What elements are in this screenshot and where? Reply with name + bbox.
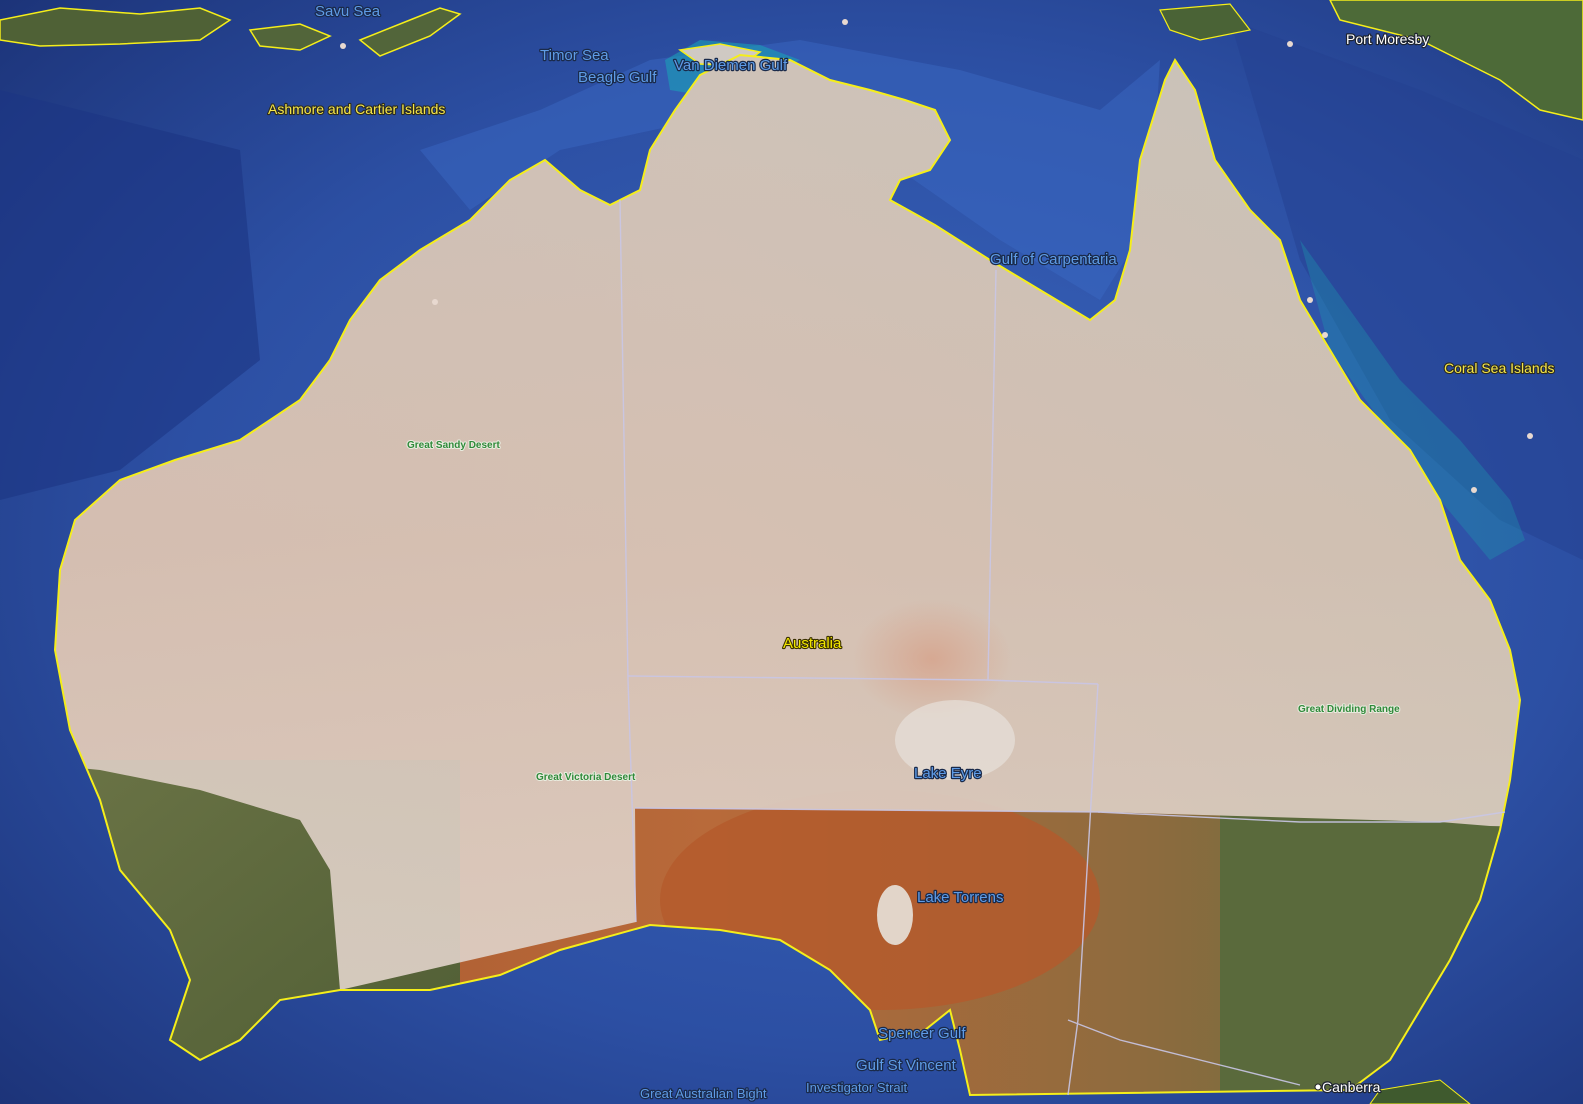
timor-island xyxy=(0,7,232,47)
new-guinea xyxy=(1329,0,1583,121)
continental-shelf-north xyxy=(420,40,1160,300)
label-coral-sea-islands: Coral Sea Islands xyxy=(1444,360,1555,376)
label-great-sandy-desert: Great Sandy Desert xyxy=(407,440,500,451)
border-vic xyxy=(1067,1019,1301,1086)
label-spencer-gulf: Spencer Gulf xyxy=(878,1025,966,1042)
border-nt-sa xyxy=(627,675,1099,685)
label-lake-torrens: Lake Torrens xyxy=(917,889,1003,906)
label-van-diemen-gulf: Van Diemen Gulf xyxy=(674,57,788,74)
label-ashmore-islands: Ashmore and Cartier Islands xyxy=(268,101,445,117)
border-wa xyxy=(619,199,637,923)
coastline xyxy=(53,53,1522,1097)
island-dots xyxy=(340,19,1533,493)
sumba-island xyxy=(248,23,332,51)
ocean-deep-northeast xyxy=(1230,20,1583,560)
label-timor-sea: Timor Sea xyxy=(540,47,609,64)
label-port-moresby: Port Moresby xyxy=(1346,31,1429,47)
lake-torrens-salt xyxy=(877,885,913,945)
lake-eyre-basin xyxy=(895,700,1015,780)
new-guinea-west xyxy=(1159,3,1252,41)
island-dot xyxy=(1471,487,1477,493)
canberra-marker xyxy=(1314,1083,1322,1091)
timor-east xyxy=(358,7,462,57)
label-gulf-of-carpentaria: Gulf of Carpentaria xyxy=(990,251,1117,268)
label-canberra: Canberra xyxy=(1322,1079,1381,1095)
island-dot xyxy=(1322,332,1328,338)
label-great-australian-bight: Great Australian Bight xyxy=(640,1086,767,1101)
label-savu-sea: Savu Sea xyxy=(315,3,381,20)
label-gulf-st-vincent: Gulf St Vincent xyxy=(856,1057,957,1074)
label-great-victoria-desert: Great Victoria Desert xyxy=(536,772,636,783)
island-dot xyxy=(1527,433,1533,439)
island-dot xyxy=(432,299,438,305)
island-dot xyxy=(1307,297,1313,303)
state-borders xyxy=(619,199,1506,1096)
island-dot xyxy=(842,19,848,25)
label-australia: Australia xyxy=(783,635,842,652)
label-investigator-strait: Investigator Strait xyxy=(806,1080,908,1095)
reef-east xyxy=(1300,240,1525,560)
tasmania-hint xyxy=(1369,1079,1471,1104)
island-dot xyxy=(1287,41,1293,47)
border-qld-nsw xyxy=(1097,811,1506,823)
ocean-deep-west xyxy=(0,90,260,500)
border-nt-qld xyxy=(987,269,997,681)
label-lake-eyre: Lake Eyre xyxy=(914,765,982,782)
label-beagle-gulf: Beagle Gulf xyxy=(578,69,657,86)
border-overlay-edge xyxy=(634,807,1101,813)
label-great-dividing-range: Great Dividing Range xyxy=(1298,704,1400,715)
border-sa-nsw xyxy=(1067,683,1099,1096)
central-tint xyxy=(740,520,1060,760)
island-dot xyxy=(340,43,346,49)
